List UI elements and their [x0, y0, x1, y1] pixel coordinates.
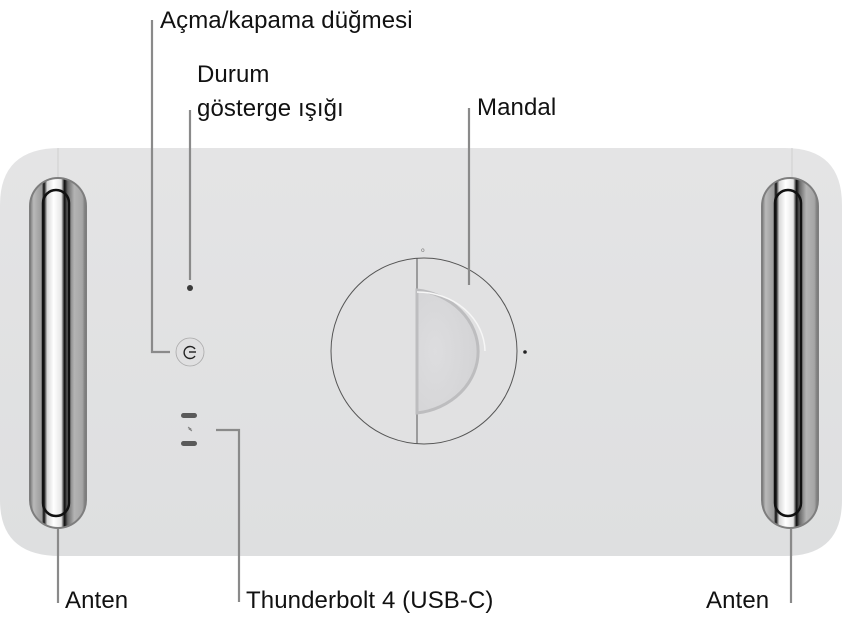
- antenna-left-slot: [29, 177, 87, 529]
- usb-c-port-1[interactable]: [181, 413, 197, 418]
- thunderbolt-label: Thunderbolt 4 (USB-C): [246, 587, 494, 614]
- antenna-right-label: Anten: [706, 587, 770, 614]
- power-button-label: Açma/kapama düğmesi: [160, 7, 413, 34]
- latch[interactable]: o: [330, 247, 527, 445]
- unlock-dot: [523, 350, 527, 354]
- status-light-dot: [187, 285, 193, 291]
- lock-icon: o: [421, 247, 425, 254]
- usb-c-port-2[interactable]: [181, 441, 197, 446]
- antenna-right-slot: [761, 177, 819, 529]
- status-light-label-line1: Durum: [197, 61, 270, 88]
- power-button-leader: [150, 20, 170, 354]
- thunderbolt-icon: [187, 426, 193, 432]
- leader-lines: [56, 20, 793, 603]
- power-icon: [183, 345, 196, 360]
- latch-handle: [415, 288, 480, 415]
- status-light-label-line2: gösterge ışığı: [197, 95, 344, 122]
- power-button[interactable]: [175, 337, 205, 367]
- thunderbolt-ports: [181, 413, 197, 446]
- antenna-left-label: Anten: [65, 587, 129, 614]
- latch-label: Mandal: [477, 94, 557, 121]
- thunderbolt-leader: [216, 428, 241, 602]
